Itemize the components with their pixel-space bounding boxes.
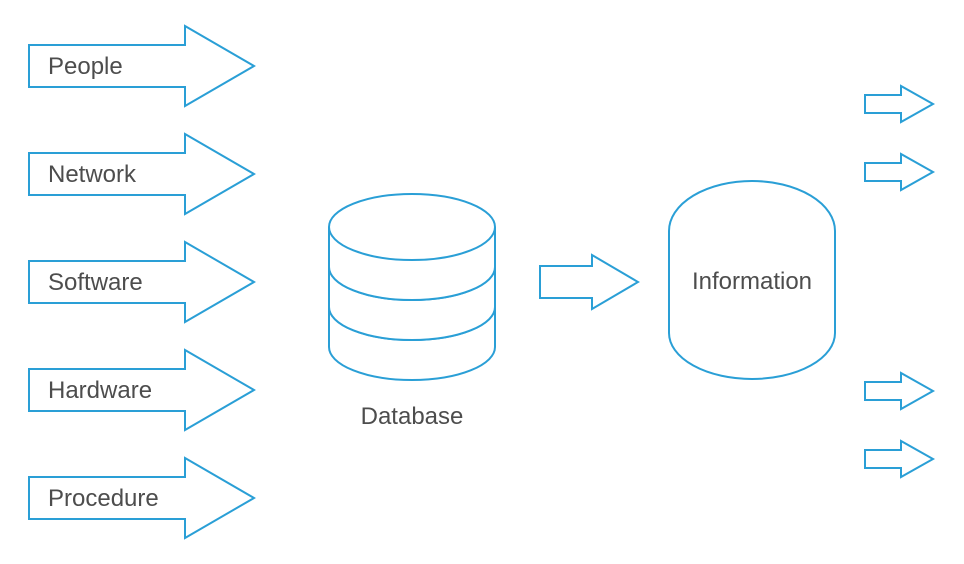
- input-arrow-procedure: Procedure: [28, 456, 256, 540]
- input-arrow-shape: [28, 240, 256, 324]
- input-arrow-network: Network: [28, 132, 256, 216]
- output-arrow-icon: [864, 371, 936, 411]
- input-arrow-shape: [28, 348, 256, 432]
- output-arrow-icon: [864, 84, 936, 124]
- input-arrow-people: People: [28, 24, 256, 108]
- input-label-procedure: Procedure: [48, 485, 159, 512]
- input-label-hardware: Hardware: [48, 377, 152, 404]
- output-arrow-icon: [864, 152, 936, 192]
- input-arrow-shape: [28, 456, 256, 540]
- flow-arrow-icon: [539, 253, 640, 311]
- input-label-software: Software: [48, 269, 143, 296]
- input-label-network: Network: [48, 161, 137, 188]
- input-arrow-hardware: Hardware: [28, 348, 256, 432]
- information-cylinder-icon: [668, 180, 836, 380]
- input-arrow-software: Software: [28, 240, 256, 324]
- input-label-people: People: [48, 53, 123, 80]
- database-icon: [328, 193, 496, 381]
- database-top-ellipse: [328, 193, 496, 261]
- input-arrow-shape: [28, 24, 256, 108]
- information-label: Information: [692, 268, 812, 295]
- information-cylinder-body: [668, 180, 836, 380]
- input-arrow-shape: [28, 132, 256, 216]
- output-arrow-icon: [864, 439, 936, 479]
- database-label: Database: [361, 403, 464, 430]
